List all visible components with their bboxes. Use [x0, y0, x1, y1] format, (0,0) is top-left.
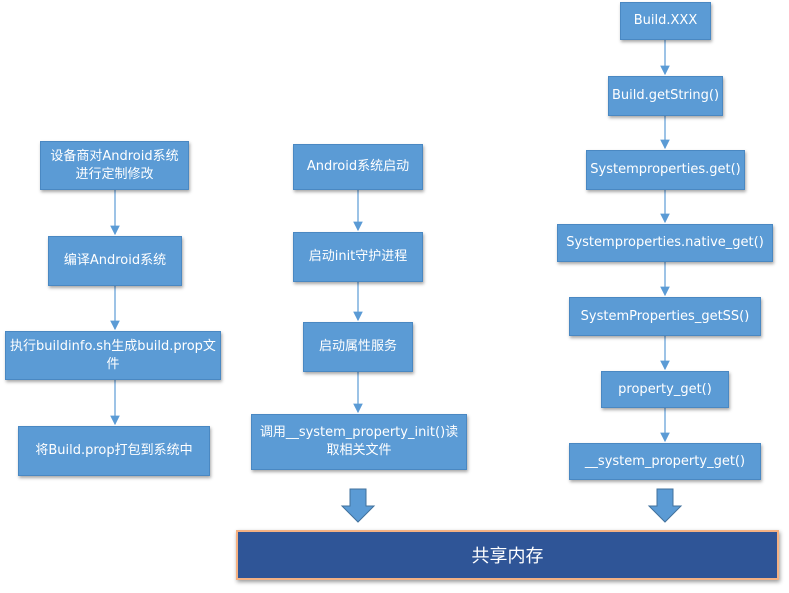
step-build-xxx: Build.XXX — [620, 2, 711, 40]
block-arrow-right — [647, 488, 683, 523]
step-systemproperties-get: Systemproperties.get() — [586, 150, 745, 190]
step-customize-android: 设备商对Android系统进行定制修改 — [40, 141, 189, 190]
step-compile-android: 编译Android系统 — [48, 236, 182, 286]
shared-memory-block: 共享内存 — [236, 530, 779, 580]
step-system-property-init: 调用__system_property_init()读取相关文件 — [251, 414, 467, 470]
step-property-get: property_get() — [601, 371, 729, 408]
step-start-init-daemon: 启动init守护进程 — [293, 232, 423, 282]
step-package-build-prop: 将Build.prop打包到系统中 — [18, 426, 210, 476]
step-system-property-get: __system_property_get() — [569, 443, 761, 480]
block-arrow-middle — [340, 488, 376, 523]
step-android-boot: Android系统启动 — [293, 144, 423, 190]
step-systemproperties-native-get: Systemproperties.native_get() — [557, 224, 773, 262]
step-systemproperties-getss: SystemProperties_getSS() — [569, 297, 761, 336]
step-generate-build-prop: 执行buildinfo.sh生成build.prop文件 — [5, 331, 221, 380]
step-build-getstring: Build.getString() — [608, 76, 723, 116]
step-start-property-service: 启动属性服务 — [303, 322, 413, 372]
